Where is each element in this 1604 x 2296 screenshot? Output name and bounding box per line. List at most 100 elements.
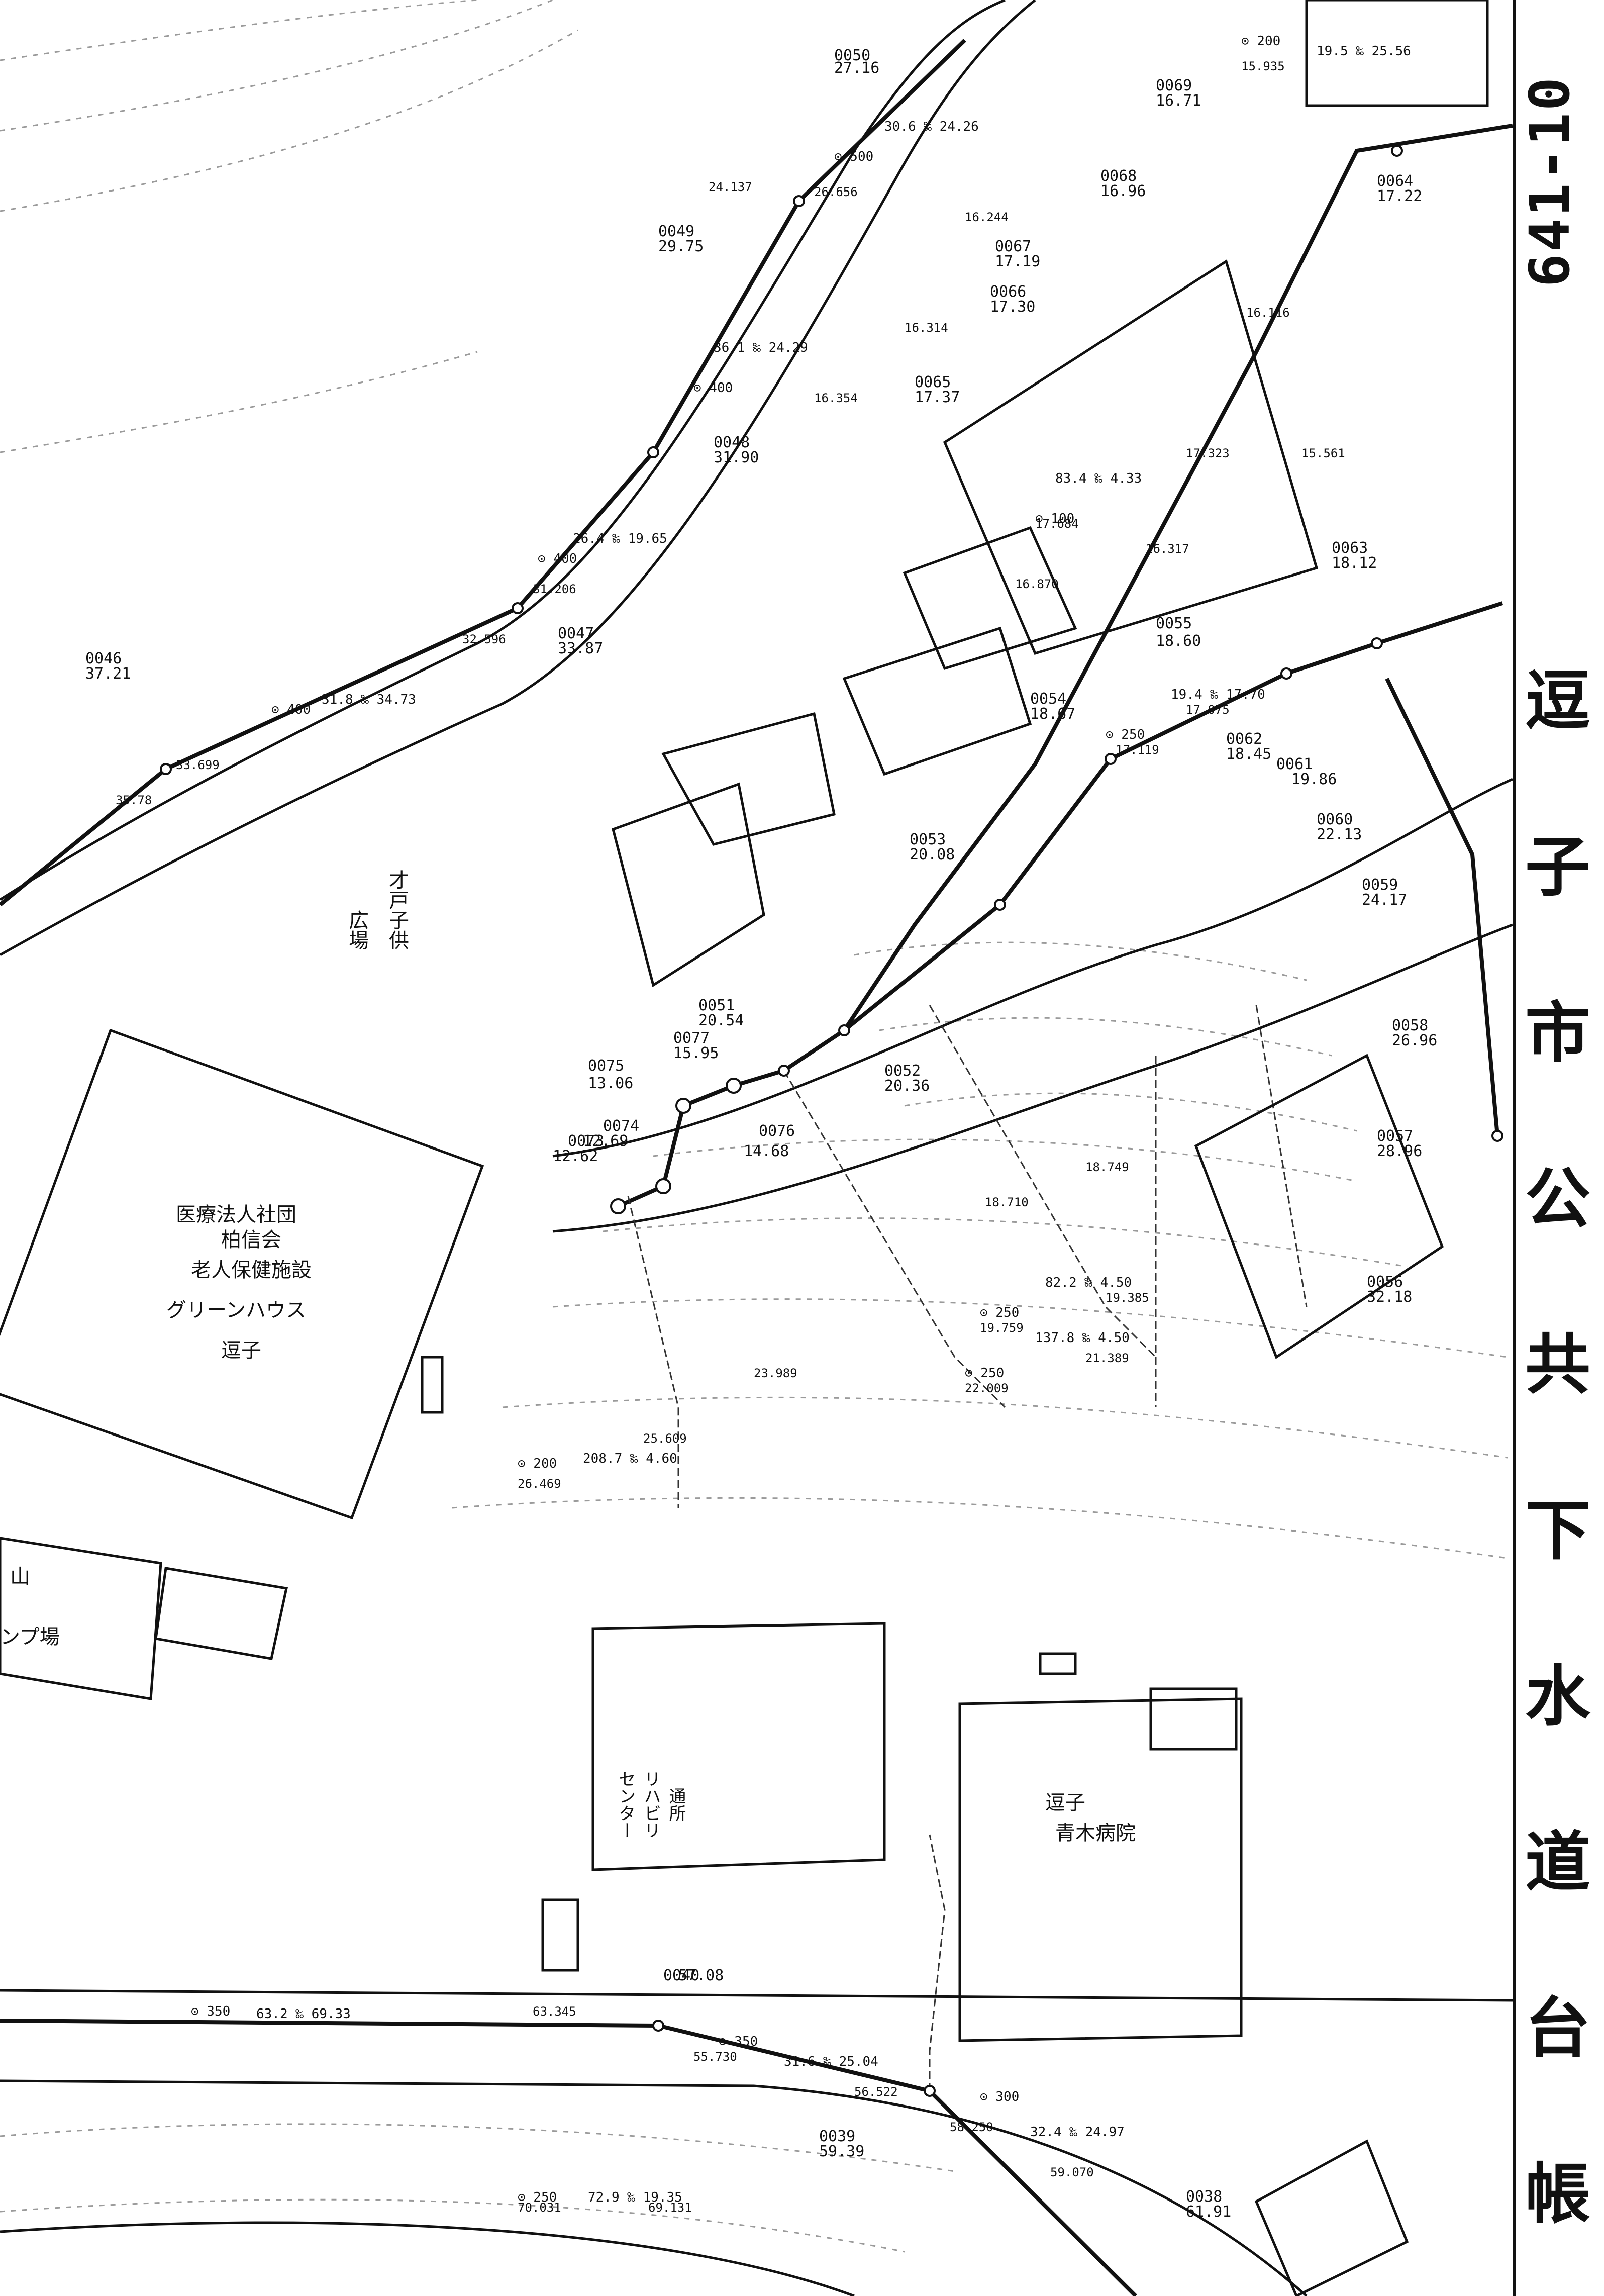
pipe-diameter: ⊙ 250 bbox=[518, 2190, 557, 2205]
manhole-0055-value: 18.60 bbox=[1156, 632, 1201, 650]
manhole-0048-value: 31.90 bbox=[714, 449, 759, 466]
pipe-slope: 83.4 ‰ 4.33 bbox=[1055, 471, 1142, 486]
manhole-0069-value: 16.71 bbox=[1156, 92, 1201, 110]
manhole-markers bbox=[160, 145, 1503, 2097]
manhole-0074-id: 0074 bbox=[603, 1117, 639, 1135]
manhole-0058-id: 0058 bbox=[1392, 1017, 1428, 1034]
elevation-label: 16.116 bbox=[1246, 306, 1290, 320]
elevation-label: 31.206 bbox=[533, 582, 576, 596]
map-title: 逗 子 市 公 共 下 水 道 台 帳 bbox=[1518, 663, 1598, 2296]
road-edges bbox=[0, 0, 1513, 2296]
elevation-label: 18.749 bbox=[1085, 1160, 1129, 1174]
elevation-label: 17.075 bbox=[1186, 703, 1230, 717]
manhole-labels: 0038 61.91 0039 59.39 0040 57.08 0046 37… bbox=[85, 47, 1437, 2221]
manhole-0063-value: 18.12 bbox=[1332, 554, 1377, 572]
manhole-0049-id: 0049 bbox=[658, 223, 694, 240]
elevation-label: 17.323 bbox=[1186, 446, 1230, 460]
building-b3-line: 通所 bbox=[666, 1787, 686, 1822]
manhole-0049-value: 29.75 bbox=[658, 238, 704, 255]
map-title-char: 子 bbox=[1525, 829, 1590, 905]
manhole-0062-value: 18.45 bbox=[1226, 745, 1271, 763]
manhole-0059-value: 24.17 bbox=[1362, 891, 1407, 909]
elevation-label: 59.070 bbox=[1050, 2165, 1094, 2179]
elevation-label: 15.935 bbox=[1241, 59, 1285, 73]
manhole-0065-id: 0065 bbox=[915, 373, 951, 391]
building-b2-line: 逗子 bbox=[1045, 1791, 1085, 1814]
map-title-char: 道 bbox=[1525, 1824, 1590, 1900]
manhole-0074-value: 12.69 bbox=[583, 1132, 628, 1150]
elevation-label: 17.119 bbox=[1116, 743, 1159, 757]
elevation-label: 16.870 bbox=[1015, 577, 1059, 591]
pipe-diameter: ⊙ 200 bbox=[518, 1456, 557, 1471]
manhole-0040-id: 0040 bbox=[663, 1967, 699, 1984]
manhole-0052-id: 0052 bbox=[884, 1062, 921, 1080]
lateral-lines bbox=[627, 1005, 1308, 2091]
manhole-0057-value: 28.96 bbox=[1377, 1142, 1422, 1160]
manhole-0077-value: 15.95 bbox=[673, 1044, 719, 1062]
manhole-0068-value: 16.96 bbox=[1100, 182, 1146, 200]
building-b4-line: 広場 bbox=[345, 910, 368, 950]
pipe-labels: ⊙ 400 31.8 ‰ 34.73 ⊙ 400 26.4 ‰ 19.65 ⊙ … bbox=[191, 34, 1411, 2205]
elevation-label: 23.989 bbox=[754, 1366, 797, 1380]
manhole-0061-value: 19.86 bbox=[1291, 771, 1337, 788]
manhole-0075-id: 0075 bbox=[588, 1057, 624, 1075]
elevation-label: 35.78 bbox=[116, 793, 152, 807]
elevation-label: 22.009 bbox=[965, 1381, 1009, 1395]
pipe-diameter: ⊙ 350 bbox=[719, 2034, 758, 2049]
map-title-char: 逗 bbox=[1525, 663, 1590, 739]
building-b1-line: 逗子 bbox=[221, 1339, 261, 1362]
pipe-diameter: ⊙ 250 bbox=[1106, 727, 1145, 742]
pipe-slope: 32.4 ‰ 24.97 bbox=[1030, 2125, 1125, 2140]
pipe-diameter: ⊙ 300 bbox=[980, 2089, 1019, 2104]
manhole-0068-id: 0068 bbox=[1100, 167, 1137, 185]
building-b2-line: 青木病院 bbox=[1055, 1822, 1136, 1845]
contour-lines bbox=[0, 0, 1508, 2253]
title-band bbox=[1513, 0, 1604, 2296]
manhole-0055-id: 0055 bbox=[1156, 615, 1192, 632]
pipe-diameter: ⊙ 400 bbox=[538, 551, 577, 566]
manhole-0050-value: 27.16 bbox=[834, 59, 879, 77]
manhole-0060-value: 22.13 bbox=[1317, 826, 1362, 843]
elevation-label: 26.656 bbox=[814, 185, 858, 199]
manhole-0061-id: 0061 bbox=[1276, 755, 1313, 773]
elevation-label: 16.244 bbox=[965, 210, 1009, 224]
elevation-label: 55.730 bbox=[693, 2050, 737, 2064]
elevation-label: 63.345 bbox=[533, 2004, 576, 2019]
map-title-char: 下 bbox=[1525, 1492, 1590, 1569]
manhole-0067-id: 0067 bbox=[995, 238, 1031, 255]
manhole-0067-value: 17.19 bbox=[995, 253, 1040, 270]
manhole-0059-id: 0059 bbox=[1362, 876, 1398, 894]
manhole-0062-id: 0062 bbox=[1226, 730, 1262, 748]
pipe-diameter: ⊙ 400 bbox=[693, 380, 733, 396]
elevation-label: 16.354 bbox=[814, 391, 858, 405]
elevation-label: 32.596 bbox=[462, 632, 506, 646]
elevation-label: 25.609 bbox=[643, 1431, 687, 1446]
manhole-0056-id: 0056 bbox=[1367, 1273, 1403, 1291]
elevation-label: 16.317 bbox=[1146, 542, 1189, 556]
pipe-slope: 82.2 ‰ 4.50 bbox=[1045, 1275, 1132, 1290]
elevation-label: 26.469 bbox=[518, 1477, 561, 1491]
pipe-diameter: ⊙ 500 bbox=[834, 149, 873, 164]
manhole-0053-value: 20.08 bbox=[910, 846, 955, 864]
manhole-0039-id: 0039 bbox=[819, 2128, 855, 2145]
pipe-slope: 31.8 ‰ 34.73 bbox=[322, 692, 416, 707]
manhole-0075-value: 13.06 bbox=[588, 1075, 633, 1092]
manhole-0076-value: 14.68 bbox=[744, 1142, 789, 1160]
building-b1-line: 老人保健施設 bbox=[191, 1259, 312, 1282]
manhole-0047-id: 0047 bbox=[558, 625, 594, 642]
elevation-label: 56.522 bbox=[854, 2085, 898, 2099]
elevation-label: 18.710 bbox=[985, 1195, 1029, 1209]
manhole-0051-value: 20.54 bbox=[698, 1012, 744, 1029]
manhole-0054-id: 0054 bbox=[1030, 690, 1066, 708]
sheet-number: 641-10 bbox=[1518, 75, 1582, 288]
manhole-0038-id: 0038 bbox=[1186, 2188, 1222, 2206]
elevation-label: 21.389 bbox=[1085, 1351, 1129, 1365]
manhole-0073-value: 12.62 bbox=[553, 1147, 598, 1165]
map-title-char: 水 bbox=[1525, 1658, 1590, 1735]
manhole-0040-value: 57.08 bbox=[678, 1967, 724, 1984]
building-b5-line: 山 bbox=[10, 1565, 30, 1588]
building-b5-line: ンプ場 bbox=[0, 1625, 60, 1649]
building-outlines bbox=[0, 0, 1489, 2296]
manhole-0064-id: 0064 bbox=[1377, 172, 1413, 190]
